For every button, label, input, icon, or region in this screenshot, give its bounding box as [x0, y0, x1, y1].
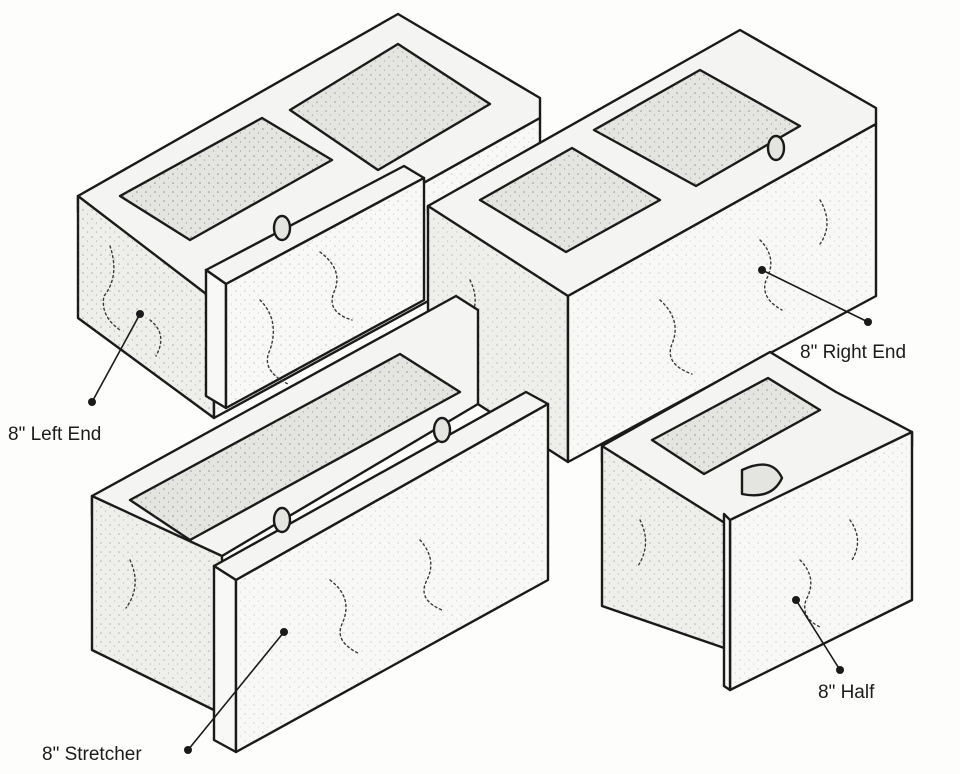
leader-half [792, 596, 844, 674]
label-left-end: 8" Left End [8, 424, 101, 445]
half-block [600, 350, 914, 692]
label-stretcher: 8" Stretcher [42, 744, 142, 765]
leader-stretcher [184, 628, 288, 754]
stretcher-block [90, 294, 550, 754]
leader-left-end [88, 310, 144, 406]
leader-right-end [758, 266, 872, 326]
label-right-end: 8" Right End [800, 342, 906, 363]
label-half: 8" Half [818, 682, 875, 703]
